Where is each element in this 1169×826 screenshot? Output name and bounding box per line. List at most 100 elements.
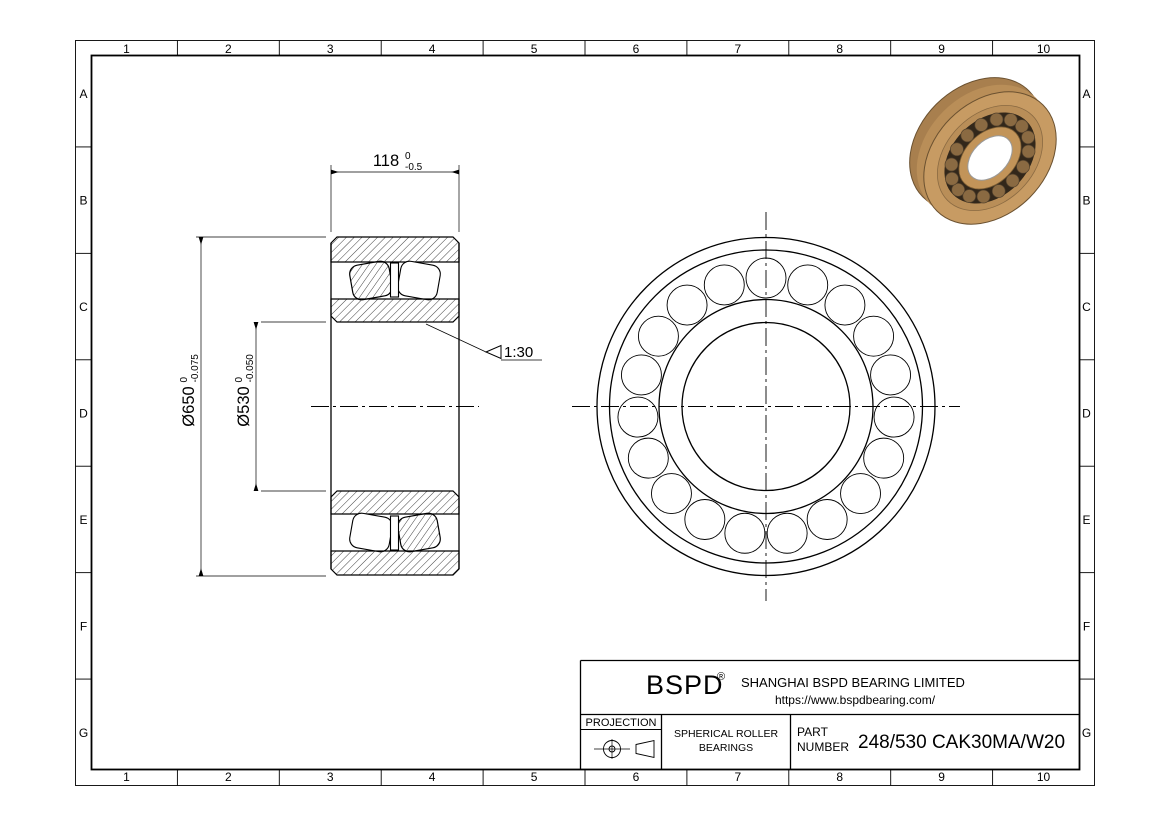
cage-bar-bottom: [389, 515, 400, 551]
grid-column-label: 1: [123, 42, 130, 56]
roller-set: [617, 257, 915, 554]
sheet-frame-inner: [90, 54, 1081, 771]
roller-circle: [617, 396, 659, 438]
grid-column-label: 10: [1037, 42, 1051, 56]
projection-symbol-outer-circle: [603, 740, 621, 758]
grid-column-label: 3: [327, 42, 334, 56]
render-roller-dot: [1016, 159, 1030, 174]
od-tol-lower: -0.075: [190, 354, 201, 383]
bearing-3d-render: [909, 77, 1057, 225]
roller-section-top-hatched: [349, 260, 393, 301]
roller-circle: [853, 315, 895, 357]
roller-circle: [873, 396, 915, 438]
render-roller-dot: [962, 189, 977, 203]
render-roller-dot: [1005, 173, 1020, 188]
grid-row-label: B: [79, 194, 87, 208]
outer-ring-land-circle: [608, 249, 924, 564]
width-value: 118: [373, 152, 399, 170]
grid-column-label: 2: [225, 770, 232, 784]
roller-section-top-outline: [397, 260, 441, 301]
grid-row-label: B: [1082, 194, 1090, 208]
grid-column-label: 6: [633, 42, 640, 56]
grid-row-label: A: [1082, 87, 1090, 101]
roller-circle: [745, 257, 787, 299]
roller-circle: [620, 354, 662, 396]
grid-column-label: 7: [735, 42, 742, 56]
roller-circle: [840, 473, 881, 514]
roller-circle: [766, 512, 808, 554]
grid-column-label: 8: [836, 42, 843, 56]
projection-symbol-cone: [635, 739, 655, 759]
outer-ring-section-top: [330, 236, 460, 263]
grid-column-label: 5: [531, 42, 538, 56]
grid-column-label: 8: [836, 770, 843, 784]
bore-tol-lower: -0.050: [245, 354, 256, 383]
dimensions-layer: 118 0 -0.5 Ø650 0 -0.075 Ø530 0 -0.050 1…: [179, 151, 542, 577]
company-name: SHANGHAI BSPD BEARING LIMITED: [741, 675, 965, 690]
grid-row-label: C: [79, 300, 88, 314]
projection-symbol-inner-circle: [608, 745, 616, 753]
render-roller-dot: [950, 142, 964, 157]
render-roller-dot: [1021, 130, 1035, 145]
grid-column-label: 7: [735, 770, 742, 784]
company-website-link[interactable]: https://www.bspdbearing.com/: [775, 693, 936, 707]
grid-row-label: G: [1082, 726, 1091, 740]
render-roller-dot: [989, 112, 1004, 127]
render-bore-hole: [967, 135, 1013, 181]
grid-column-label: 4: [429, 42, 436, 56]
width-tol-upper: 0: [405, 151, 411, 162]
roller-circle: [651, 473, 692, 514]
render-roller-dot: [945, 171, 959, 186]
projection-label: PROJECTION: [586, 717, 657, 729]
render-roller-dots: [944, 112, 1036, 204]
roller-circle: [806, 499, 848, 540]
grid-column-label: 5: [531, 770, 538, 784]
outer-diameter-circle: [596, 236, 936, 577]
part-number-value: 248/530 CAK30MA/W20: [858, 732, 1065, 753]
grid-row-label: F: [1083, 619, 1090, 633]
title-block: BSPD ® SHANGHAI BSPD BEARING LIMITED htt…: [579, 659, 1080, 770]
registered-trademark-icon: ®: [717, 671, 725, 683]
grid-row-label: F: [80, 619, 87, 633]
first-angle-projection-icon: [594, 739, 655, 759]
outer-ring-section-bottom: [330, 550, 460, 576]
grid-row-label: D: [79, 407, 88, 421]
bore-dimension-text: Ø530 0 -0.050: [234, 354, 256, 427]
grid-column-label: 6: [633, 770, 640, 784]
grid-row-label: C: [1082, 300, 1091, 314]
render-roller-dot: [991, 184, 1006, 198]
roller-circle: [703, 264, 745, 306]
grid-row-label: E: [1082, 513, 1090, 527]
grid-column-label: 1: [123, 770, 130, 784]
taper-symbol-icon: [484, 344, 502, 360]
roller-circle: [724, 512, 766, 554]
grid-column-label: 10: [1037, 770, 1051, 784]
product-type-line1: SPHERICAL ROLLER: [674, 728, 778, 740]
bore-value: Ø530: [235, 386, 253, 426]
inner-ring-section-bottom: [330, 490, 460, 515]
taper-leader-line: [425, 323, 487, 353]
render-roller-dot: [1021, 144, 1036, 159]
render-roller-dot: [944, 157, 959, 172]
company-logo: BSPD: [646, 670, 724, 700]
grid-column-label: 3: [327, 770, 334, 784]
grid-column-label: 4: [429, 770, 436, 784]
grid-row-label: E: [79, 513, 87, 527]
width-tol-lower: -0.5: [405, 162, 423, 173]
grid-row-label: D: [1082, 407, 1091, 421]
section-view: [311, 236, 479, 576]
bore-tol-upper: 0: [234, 377, 245, 383]
od-dimension-text: Ø650 0 -0.075: [179, 354, 201, 427]
inner-ring-circle: [658, 298, 874, 515]
part-number-label-line1: PART: [797, 725, 829, 739]
roller-circle: [684, 499, 726, 540]
width-dimension-text: 118 0 -0.5: [373, 151, 423, 173]
grid-column-label: 9: [938, 770, 945, 784]
od-tol-upper: 0: [179, 377, 190, 383]
part-number-label-line2: NUMBER: [797, 740, 849, 754]
render-roller-dot: [976, 189, 991, 204]
grid-column-label: 2: [225, 42, 232, 56]
